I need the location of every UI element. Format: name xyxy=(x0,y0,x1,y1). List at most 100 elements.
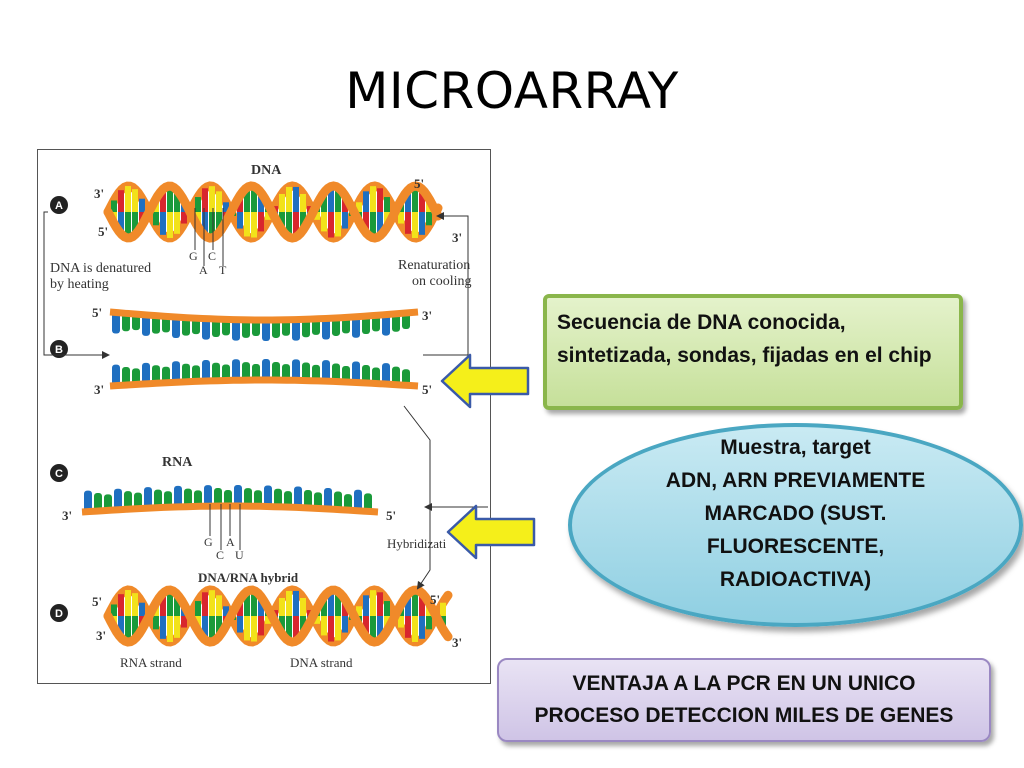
base-pair xyxy=(251,186,257,212)
base-pair xyxy=(258,192,264,212)
base-pair xyxy=(251,616,257,642)
base-pair xyxy=(412,590,418,616)
base xyxy=(182,317,190,336)
base-pair xyxy=(279,193,285,212)
base xyxy=(282,319,290,336)
dna-strand-label: DNA strand xyxy=(290,655,353,670)
base-pair xyxy=(321,616,327,636)
base-pair xyxy=(419,212,425,235)
base-pair xyxy=(405,594,411,616)
sample-line: Muestra, target xyxy=(720,435,871,459)
base-pair xyxy=(314,212,320,220)
base xyxy=(344,494,352,511)
base-u-c: U xyxy=(235,548,244,562)
base xyxy=(152,315,160,334)
panel-label-a: A xyxy=(50,196,68,214)
base-pair xyxy=(398,616,404,628)
base-pair xyxy=(174,616,180,638)
base xyxy=(332,317,340,336)
base xyxy=(402,369,410,386)
base-pair xyxy=(209,186,215,212)
base-pair xyxy=(202,188,208,212)
base xyxy=(282,364,290,381)
base xyxy=(122,313,130,332)
base-pair xyxy=(321,596,327,616)
a-3prime-left: 3' xyxy=(94,186,104,201)
base-pair xyxy=(321,212,327,232)
base xyxy=(234,485,242,507)
backbone-strand xyxy=(103,585,453,647)
base xyxy=(312,364,320,381)
base-pair xyxy=(356,202,362,212)
base-pair xyxy=(384,197,390,212)
base xyxy=(262,359,270,381)
base-pair xyxy=(118,594,124,616)
base-pair xyxy=(363,212,369,233)
d-3prime-left: 3' xyxy=(96,628,106,643)
base xyxy=(274,488,282,507)
base-pair xyxy=(342,616,348,633)
probe-text: Secuencia de DNA conocida, sintetizada, … xyxy=(557,311,932,367)
base-pair xyxy=(132,593,138,616)
backbone-strand xyxy=(103,181,443,243)
base-pair xyxy=(405,616,411,638)
base-pair xyxy=(160,212,166,235)
base xyxy=(232,319,240,341)
base-pair xyxy=(167,590,173,616)
base xyxy=(362,316,370,335)
a-3prime-right: 3' xyxy=(452,230,462,245)
base-pair xyxy=(363,616,369,637)
base-pair xyxy=(195,197,201,212)
base-pair xyxy=(342,212,348,229)
base xyxy=(334,491,342,510)
base-pair xyxy=(412,186,418,212)
advantage-callout: VENTAJA A LA PCR EN UN UNICO PROCESO DET… xyxy=(497,658,991,742)
base-pair xyxy=(258,212,264,232)
base xyxy=(142,314,150,336)
base-pair xyxy=(139,198,145,212)
base xyxy=(382,363,390,385)
base xyxy=(284,491,292,508)
base-pair xyxy=(153,616,159,630)
c-5prime: 5' xyxy=(386,508,396,523)
base xyxy=(212,319,220,338)
a-5prime-right: 5' xyxy=(414,176,424,191)
base-pair xyxy=(216,595,222,616)
base-pair xyxy=(160,189,166,212)
base-pair xyxy=(167,212,173,238)
base-pair xyxy=(335,187,341,212)
d-5prime-left: 5' xyxy=(92,594,102,609)
base-pair xyxy=(139,602,145,616)
base-pair xyxy=(377,592,383,616)
base-pair xyxy=(244,616,250,641)
base xyxy=(324,487,332,509)
base xyxy=(84,490,92,512)
base-pair xyxy=(181,212,187,224)
hybridization-arrow xyxy=(416,530,431,590)
dna-diagram: A B C D DNA 3' 5' 5' 3' G C A T DNA is d… xyxy=(43,163,488,670)
base-pair xyxy=(426,616,432,630)
base-pair xyxy=(377,616,383,640)
base-pair xyxy=(328,616,334,642)
base-pair xyxy=(174,594,180,616)
base xyxy=(232,359,240,381)
base-pair xyxy=(440,602,446,616)
base xyxy=(154,489,162,508)
base-pair xyxy=(125,590,131,616)
base-pair xyxy=(202,212,208,236)
base-pair xyxy=(286,212,292,238)
base-pair xyxy=(125,186,131,212)
base-pair xyxy=(321,192,327,212)
base-pair xyxy=(300,616,306,635)
base-t-a: T xyxy=(219,263,227,277)
base-pair xyxy=(209,590,215,616)
base xyxy=(352,316,360,338)
backbone-strand xyxy=(109,376,419,390)
base-pair xyxy=(300,597,306,616)
base-pair xyxy=(314,616,320,624)
base xyxy=(94,492,102,511)
base-pair xyxy=(286,616,292,642)
renature-arrow xyxy=(423,212,469,356)
base xyxy=(204,485,212,507)
panel-label-d: D xyxy=(50,604,68,622)
